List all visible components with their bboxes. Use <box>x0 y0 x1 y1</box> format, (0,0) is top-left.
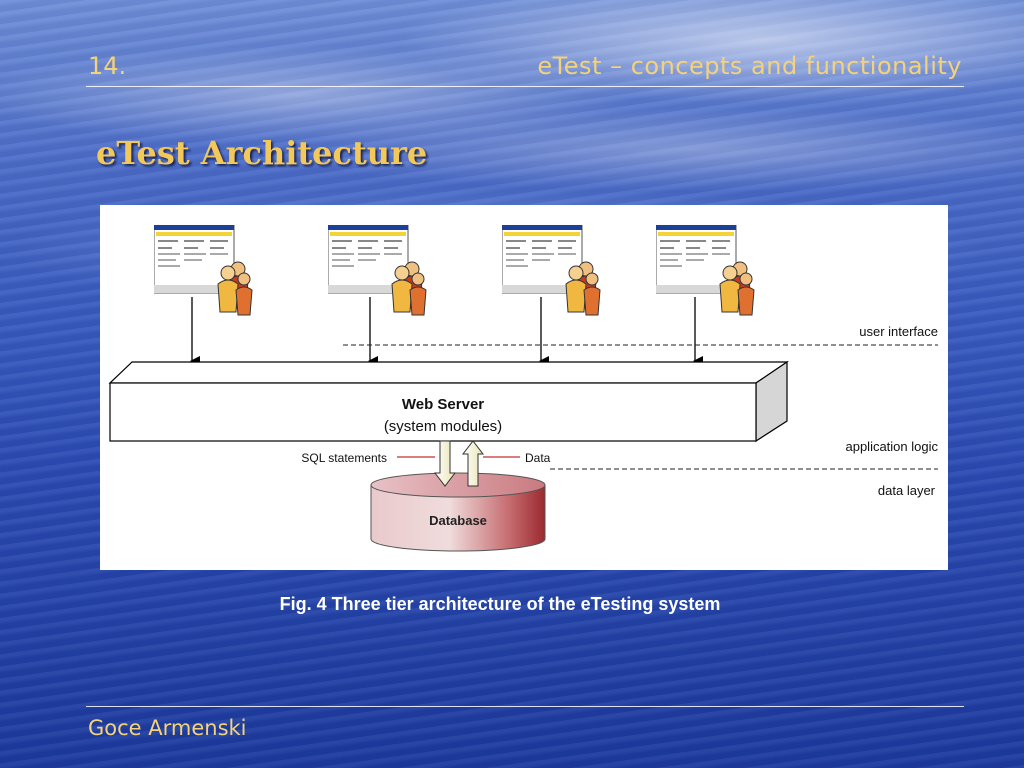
web-server-box: Web Server (system modules) <box>108 360 789 443</box>
sql-statements-arrow <box>433 440 457 487</box>
client-2 <box>328 225 427 316</box>
header-divider <box>86 86 964 87</box>
database-cylinder: Database <box>370 472 546 552</box>
footer-author: Goce Armenski <box>88 716 247 740</box>
data-return-arrow <box>461 440 485 487</box>
data-label: Data <box>525 451 551 465</box>
figure-caption: Fig. 4 Three tier architecture of the eT… <box>279 594 721 614</box>
web-server-title: Web Server <box>402 396 484 413</box>
client-1 <box>154 225 253 316</box>
user-interface-label: user interface <box>859 324 938 339</box>
slide-number: 14. <box>88 52 127 80</box>
header-title: eTest – concepts and functionality <box>537 52 962 80</box>
footer-divider <box>86 706 964 707</box>
data-layer-label: data layer <box>878 483 936 498</box>
application-logic-label: application logic <box>845 439 938 454</box>
architecture-diagram: user interface Web Server (system module… <box>100 205 948 570</box>
client-3 <box>502 225 601 316</box>
page-title: eTest Architecture <box>96 134 428 172</box>
client-4 <box>656 225 755 316</box>
architecture-svg: user interface Web Server (system module… <box>108 225 938 552</box>
sql-statements-label: SQL statements <box>301 451 387 465</box>
database-label: Database <box>429 513 487 528</box>
web-server-subtitle: (system modules) <box>384 418 502 435</box>
